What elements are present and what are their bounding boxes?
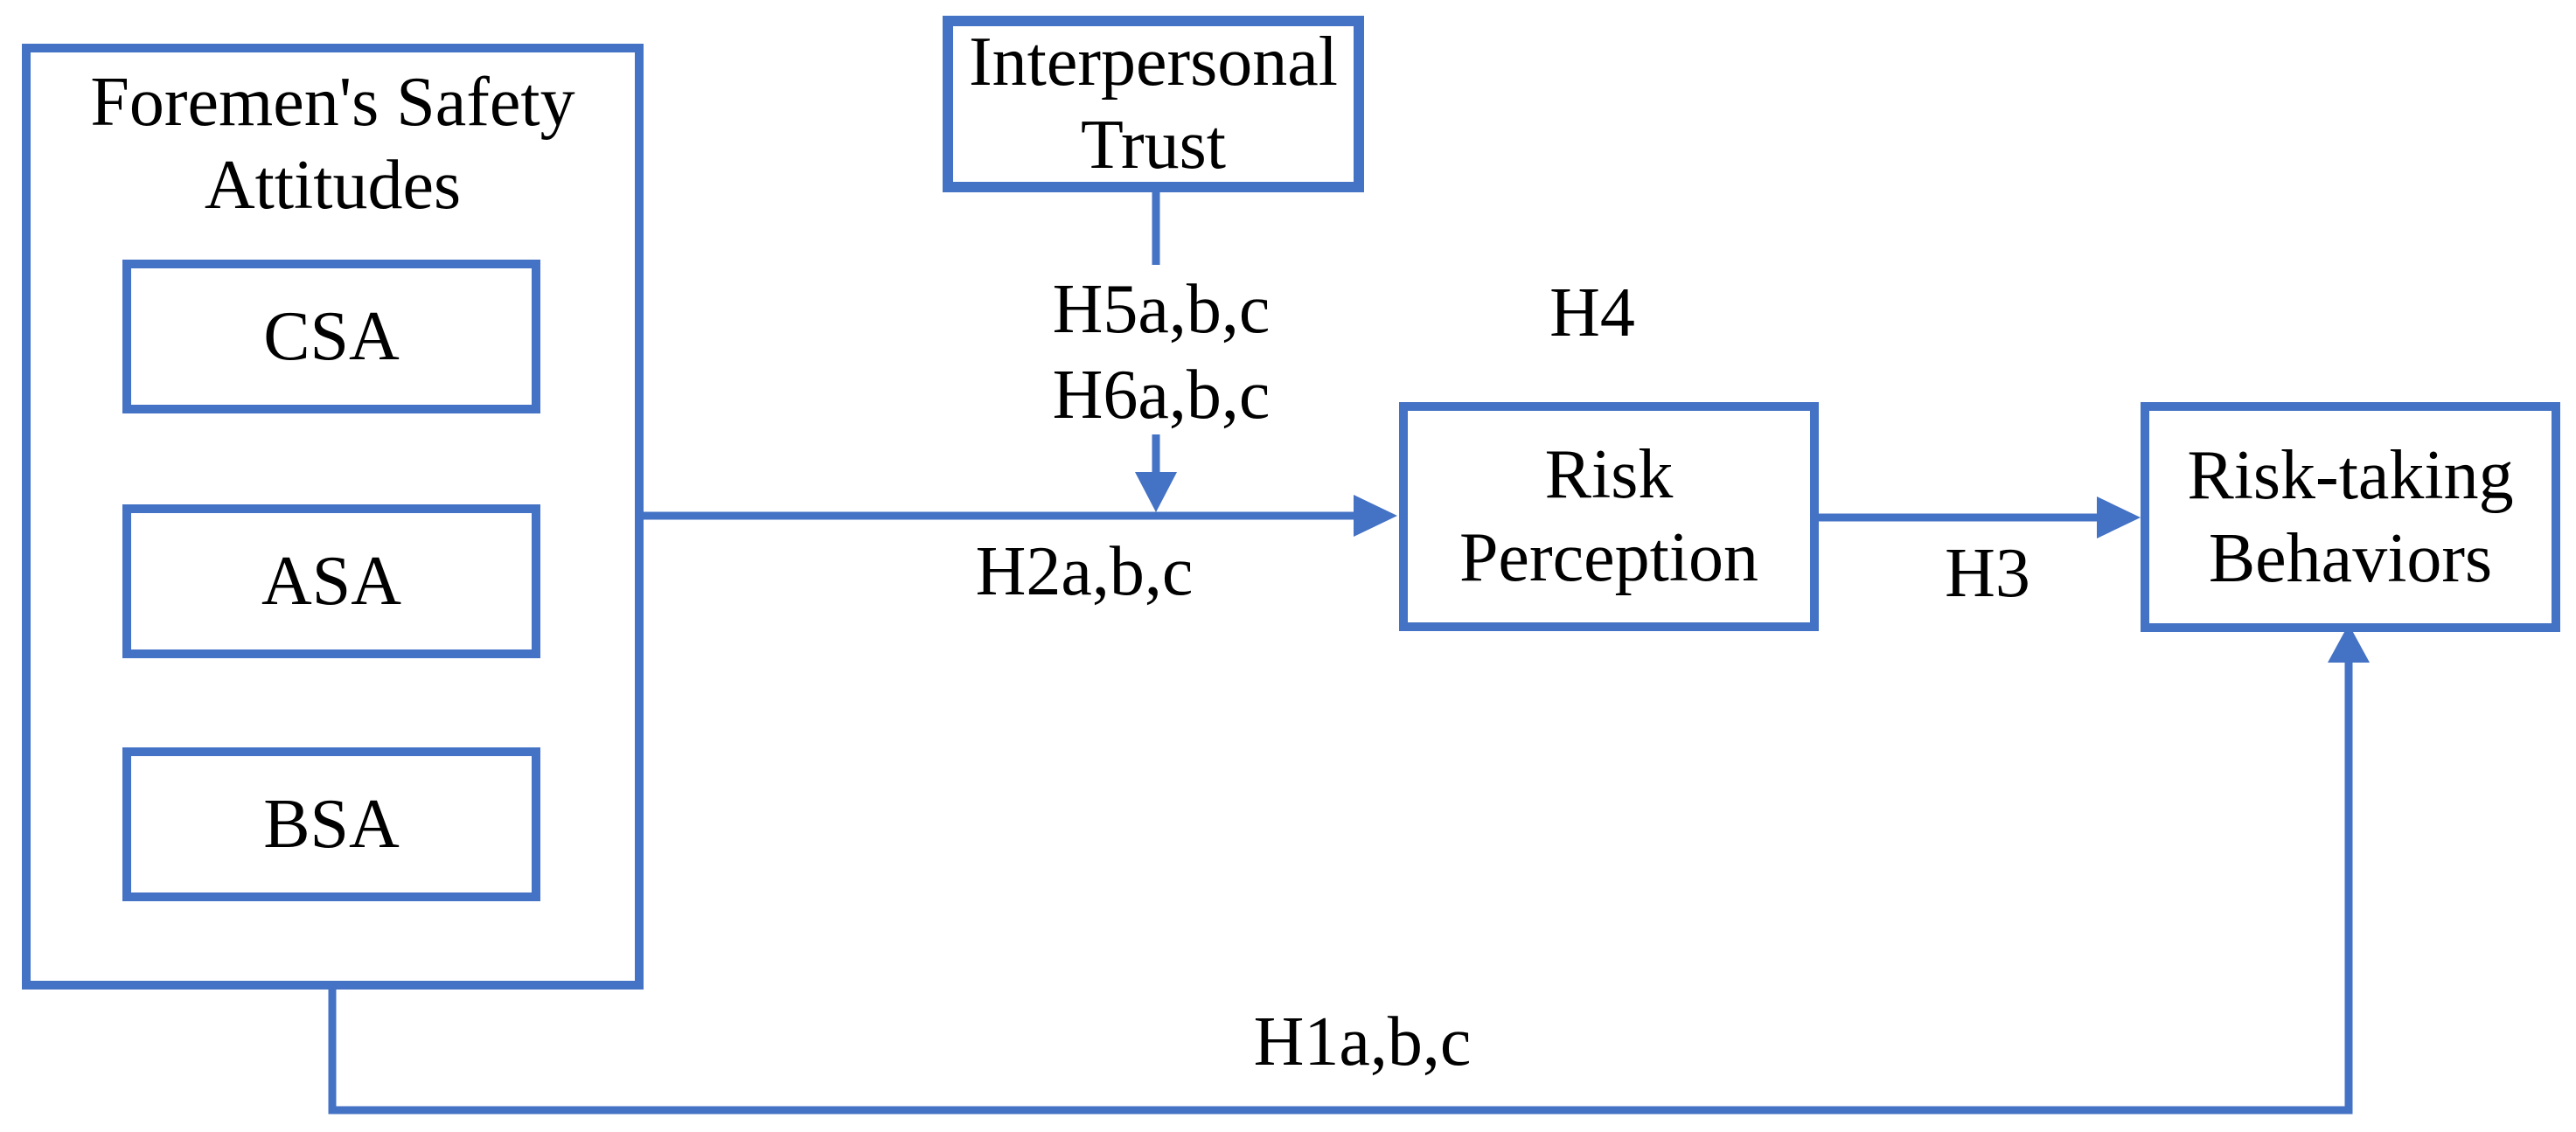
h2-arrowhead-icon [1354,495,1397,537]
node-foremens-safety-attitudes: Foremen's Safety Attitudes CSA ASA BSA [22,44,644,990]
edge-label-h4: H4 [1549,274,1635,351]
edge-label-h5: H5a,b,c [1052,271,1271,348]
node-foremens-safety-attitudes-label: Foremen's Safety Attitudes [90,64,575,224]
node-risk-perception: Risk Perception [1399,402,1819,631]
edge-label-h6: H6a,b,c [1052,357,1271,434]
edge-label-h2: H2a,b,c [975,533,1194,610]
node-asa: ASA [122,504,540,658]
node-interpersonal-trust: Interpersonal Trust [943,16,1364,192]
node-risk-taking-behaviors-label: Risk-taking Behaviors [2187,436,2514,597]
node-bsa-label: BSA [263,785,400,863]
node-bsa: BSA [122,747,540,901]
node-csa: CSA [122,260,540,413]
h3-arrowhead-icon [2097,497,2141,538]
node-csa-label: CSA [263,297,400,375]
node-risk-taking-behaviors: Risk-taking Behaviors [2141,402,2560,632]
node-interpersonal-trust-label: Interpersonal Trust [968,24,1339,184]
node-asa-label: ASA [261,542,402,620]
h1-arrowhead-icon [2328,624,2370,663]
h1-arrow-path [328,657,2353,1115]
edge-label-h1: H1a,b,c [1253,1004,1472,1080]
node-risk-perception-label: Risk Perception [1459,436,1759,596]
edge-label-h3: H3 [1945,535,2030,612]
trust-arrowhead-icon [1135,472,1177,512]
